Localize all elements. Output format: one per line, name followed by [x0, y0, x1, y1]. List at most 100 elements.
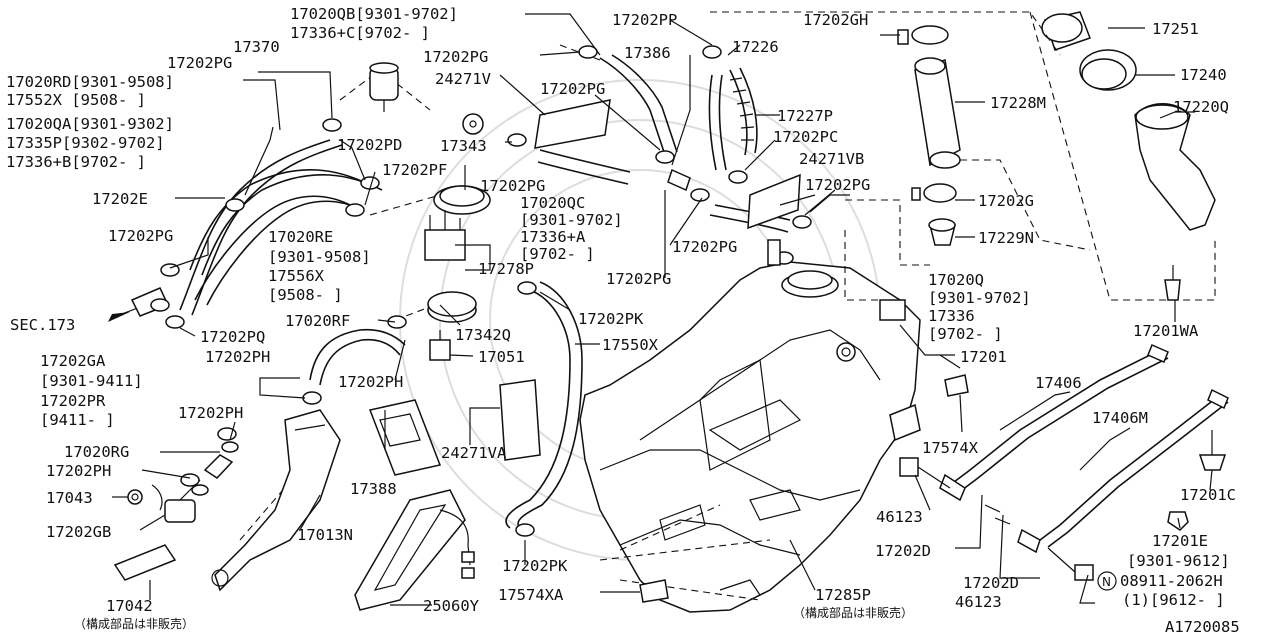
note-not-sold-right: （構成部品は非販売）	[793, 605, 913, 620]
label-17202pg: 17202PG	[108, 227, 173, 245]
grommet-17229n	[928, 218, 956, 246]
label-17202pr-date: [9411- ]	[40, 411, 115, 429]
label-17227p: 17227P	[777, 107, 833, 125]
nissan-mark: N	[1102, 575, 1111, 589]
dashed-assembly-lines	[239, 11, 1216, 551]
label-17020rd: 17020RD[9301-9508]	[6, 73, 174, 91]
label-17336c: 17336+C[9702- ]	[290, 24, 430, 42]
label-17202pq: 17202PQ	[200, 328, 265, 346]
label-17251: 17251	[1152, 20, 1199, 38]
label-17202ga: 17202GA	[40, 352, 106, 370]
filler-hose-part	[914, 57, 961, 169]
heat-shield-24271vb	[747, 173, 801, 230]
heat-shield-24271va	[499, 379, 541, 461]
label-17202pg: 17202PG	[606, 270, 671, 288]
label-17202gb: 17202GB	[46, 523, 111, 541]
label-17201wa: 17201WA	[1133, 322, 1199, 340]
label-17020qa: 17020QA[9301-9302]	[6, 115, 174, 133]
label-17336: 17336	[928, 307, 975, 325]
label-17278p: 17278P	[478, 260, 534, 278]
label-17228m: 17228M	[990, 94, 1046, 112]
filler-tube-part	[1134, 103, 1216, 231]
label-17201: 17201	[960, 348, 1007, 366]
label-17574xa: 17574XA	[498, 586, 564, 604]
corrugated-hose	[729, 67, 758, 156]
label-17202e: 17202E	[92, 190, 148, 208]
label-17226: 17226	[732, 38, 779, 56]
filter-bracket-17013n	[211, 409, 341, 592]
label-17042: 17042	[106, 597, 153, 615]
label-17202ph: 17202PH	[338, 373, 403, 391]
bolt-46123-lower	[1047, 547, 1094, 581]
label-17202pg: 17202PG	[480, 177, 545, 195]
label-17556x: 17556X	[268, 267, 325, 285]
label-17202pg: 17202PG	[805, 176, 870, 194]
label-17240: 17240	[1180, 66, 1227, 84]
label-17051: 17051	[478, 348, 525, 366]
label-17020q: 17020Q	[928, 271, 984, 289]
label-46123: 46123	[876, 508, 923, 526]
hose-clamp-g	[911, 183, 957, 203]
label-17202gh: 17202GH	[803, 11, 868, 29]
note-not-sold-left: （構成部品は非販売）	[74, 616, 194, 631]
bolt-46123-upper	[899, 457, 951, 489]
label-17285p: 17285P	[815, 586, 871, 604]
label-17550x: 17550X	[602, 336, 659, 354]
label-17202ph: 17202PH	[178, 404, 243, 422]
label-24271va: 24271VA	[441, 444, 507, 462]
label-17201e: 17201E	[1152, 532, 1208, 550]
label-17202pg: 17202PG	[540, 80, 605, 98]
label-17202d: 17202D	[963, 574, 1019, 592]
label-17370: 17370	[233, 38, 280, 56]
cover-17388	[368, 399, 442, 476]
label-24271vb: 24271VB	[799, 150, 864, 168]
filler-neck-parts	[897, 11, 1216, 301]
label-25060y: 25060Y	[423, 597, 480, 615]
fuel-filter-17042	[113, 479, 201, 581]
label-17406m: 17406M	[1092, 409, 1148, 427]
label-17202ga-date: [9301-9411]	[40, 372, 143, 390]
tank-leaders	[789, 324, 955, 591]
tank-bands	[939, 344, 1229, 554]
label-17336-date: [9702- ]	[928, 325, 1003, 343]
label-17202pd: 17202PD	[337, 136, 402, 154]
label-17220q: 17220Q	[1173, 98, 1229, 116]
bracket-17574xa	[639, 579, 669, 603]
callout-labels: 17020QB[9301-9702] 17336+C[9702- ] 17370…	[6, 5, 1240, 636]
label-17386: 17386	[624, 44, 671, 62]
label-46123: 46123	[955, 593, 1002, 611]
label-17229n: 17229N	[978, 229, 1034, 247]
label-17202pk: 17202PK	[578, 310, 644, 328]
label-24271v: 24271V	[435, 70, 491, 88]
label-08911-date: (1)[9612- ]	[1122, 591, 1225, 609]
label-17556x-date: [9508- ]	[268, 286, 343, 304]
label-17202g: 17202G	[978, 192, 1034, 210]
label-17202d: 17202D	[875, 542, 931, 560]
hose-clamps	[150, 45, 812, 537]
label-17202ph: 17202PH	[205, 348, 270, 366]
nissan-circle-icon	[1097, 571, 1117, 591]
label-08911-2062h: 08911-2062H	[1120, 572, 1223, 590]
label-17342q: 17342Q	[455, 326, 511, 344]
label-17020qb: 17020QB[9301-9702]	[290, 5, 458, 23]
label-17202pp: 17202PP	[612, 11, 677, 29]
label-17406: 17406	[1035, 374, 1082, 392]
heat-shield-24271v	[534, 99, 611, 149]
hose-clamp-gh	[897, 25, 949, 45]
label-17202ph: 17202PH	[46, 462, 111, 480]
label-17020re-date: [9301-9508]	[268, 248, 371, 266]
label-17201e-date: [9301-9612]	[1127, 552, 1230, 570]
label-17552x: 17552X [9508- ]	[6, 91, 146, 109]
sec-173-reference: SEC.173	[10, 316, 75, 334]
label-17020rg: 17020RG	[64, 443, 129, 461]
label-17343: 17343	[440, 137, 487, 155]
label-17336a-date: [9702- ]	[520, 245, 595, 263]
label-17388: 17388	[350, 480, 397, 498]
label-17202pg: 17202PG	[423, 48, 488, 66]
label-17202pr: 17202PR	[40, 392, 106, 410]
label-17020qc-date: [9301-9702]	[520, 211, 623, 229]
label-17336b: 17336+B[9702- ]	[6, 153, 146, 171]
diagram-id: A1720085	[1165, 618, 1240, 636]
